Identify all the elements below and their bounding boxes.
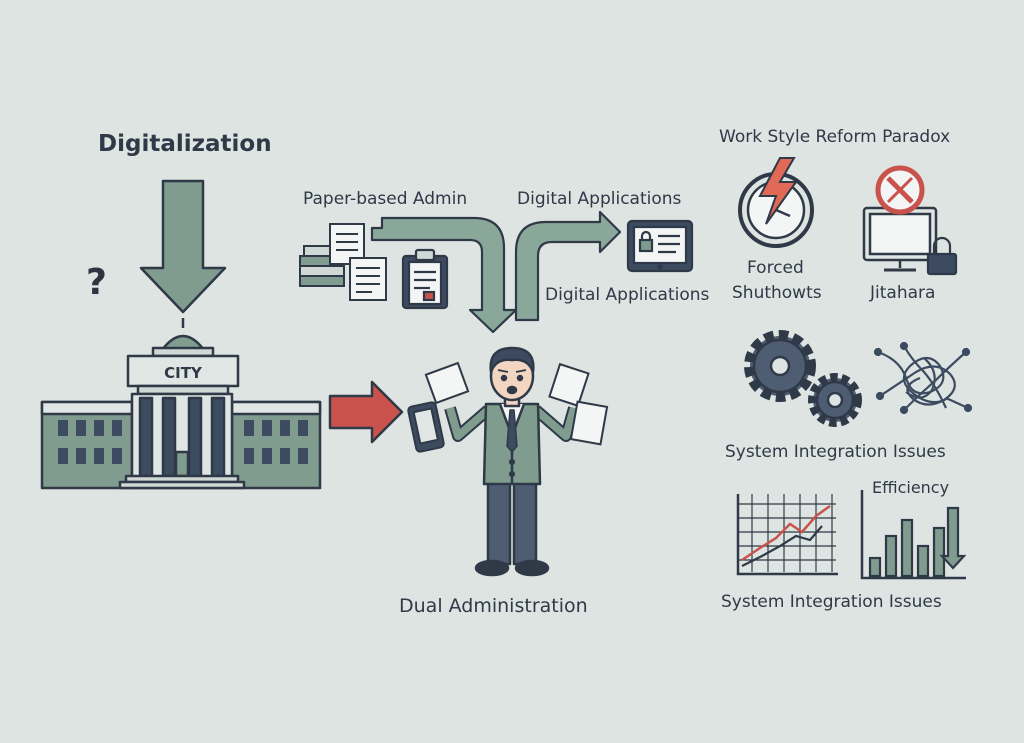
shuthowts-label: Shuthowts — [732, 283, 822, 303]
city-hall-windows-right — [244, 420, 308, 464]
dual-administration-label: Dual Administration — [399, 595, 588, 617]
digitalization-title: Digitalization — [98, 131, 272, 157]
digital-applications-label-top: Digital Applications — [517, 189, 682, 209]
forced-label: Forced — [747, 258, 804, 278]
jitahara-label: Jitahara — [870, 283, 936, 303]
question-mark: ? — [86, 262, 107, 303]
system-integration-label-2: System Integration Issues — [721, 592, 942, 612]
digital-apps-curved-arrow — [514, 210, 622, 322]
paper-stack-icon — [299, 223, 387, 301]
paper-admin-curved-arrow — [370, 216, 518, 334]
city-sign: CITY — [164, 364, 203, 382]
tangled-wires-icon — [873, 341, 973, 415]
city-hall-building — [40, 318, 322, 490]
digital-applications-label-mid: Digital Applications — [545, 285, 710, 305]
held-papers-icon — [424, 361, 609, 446]
clipboard-icon — [401, 248, 449, 310]
gears-icon — [744, 330, 862, 427]
red-arrow-to-person — [328, 380, 404, 444]
rising-line-chart-icon — [736, 494, 838, 576]
padlock-icon — [926, 236, 958, 276]
system-integration-label-1: System Integration Issues — [725, 442, 946, 462]
digital-application-tablet-icon — [626, 219, 694, 273]
city-hall-windows-left — [58, 420, 122, 464]
work-style-reform-title: Work Style Reform Paradox — [719, 127, 951, 147]
paper-based-admin-label: Paper-based Admin — [303, 189, 468, 209]
monitor-blocked-icon — [862, 165, 938, 272]
efficiency-label: Efficiency — [872, 478, 950, 497]
digitalization-down-arrow — [139, 179, 227, 314]
efficiency-bar-chart-icon — [860, 490, 967, 580]
clock-lightning-icon — [738, 157, 814, 248]
held-phone-icon — [407, 401, 445, 453]
stressed-official-figure — [444, 346, 580, 577]
